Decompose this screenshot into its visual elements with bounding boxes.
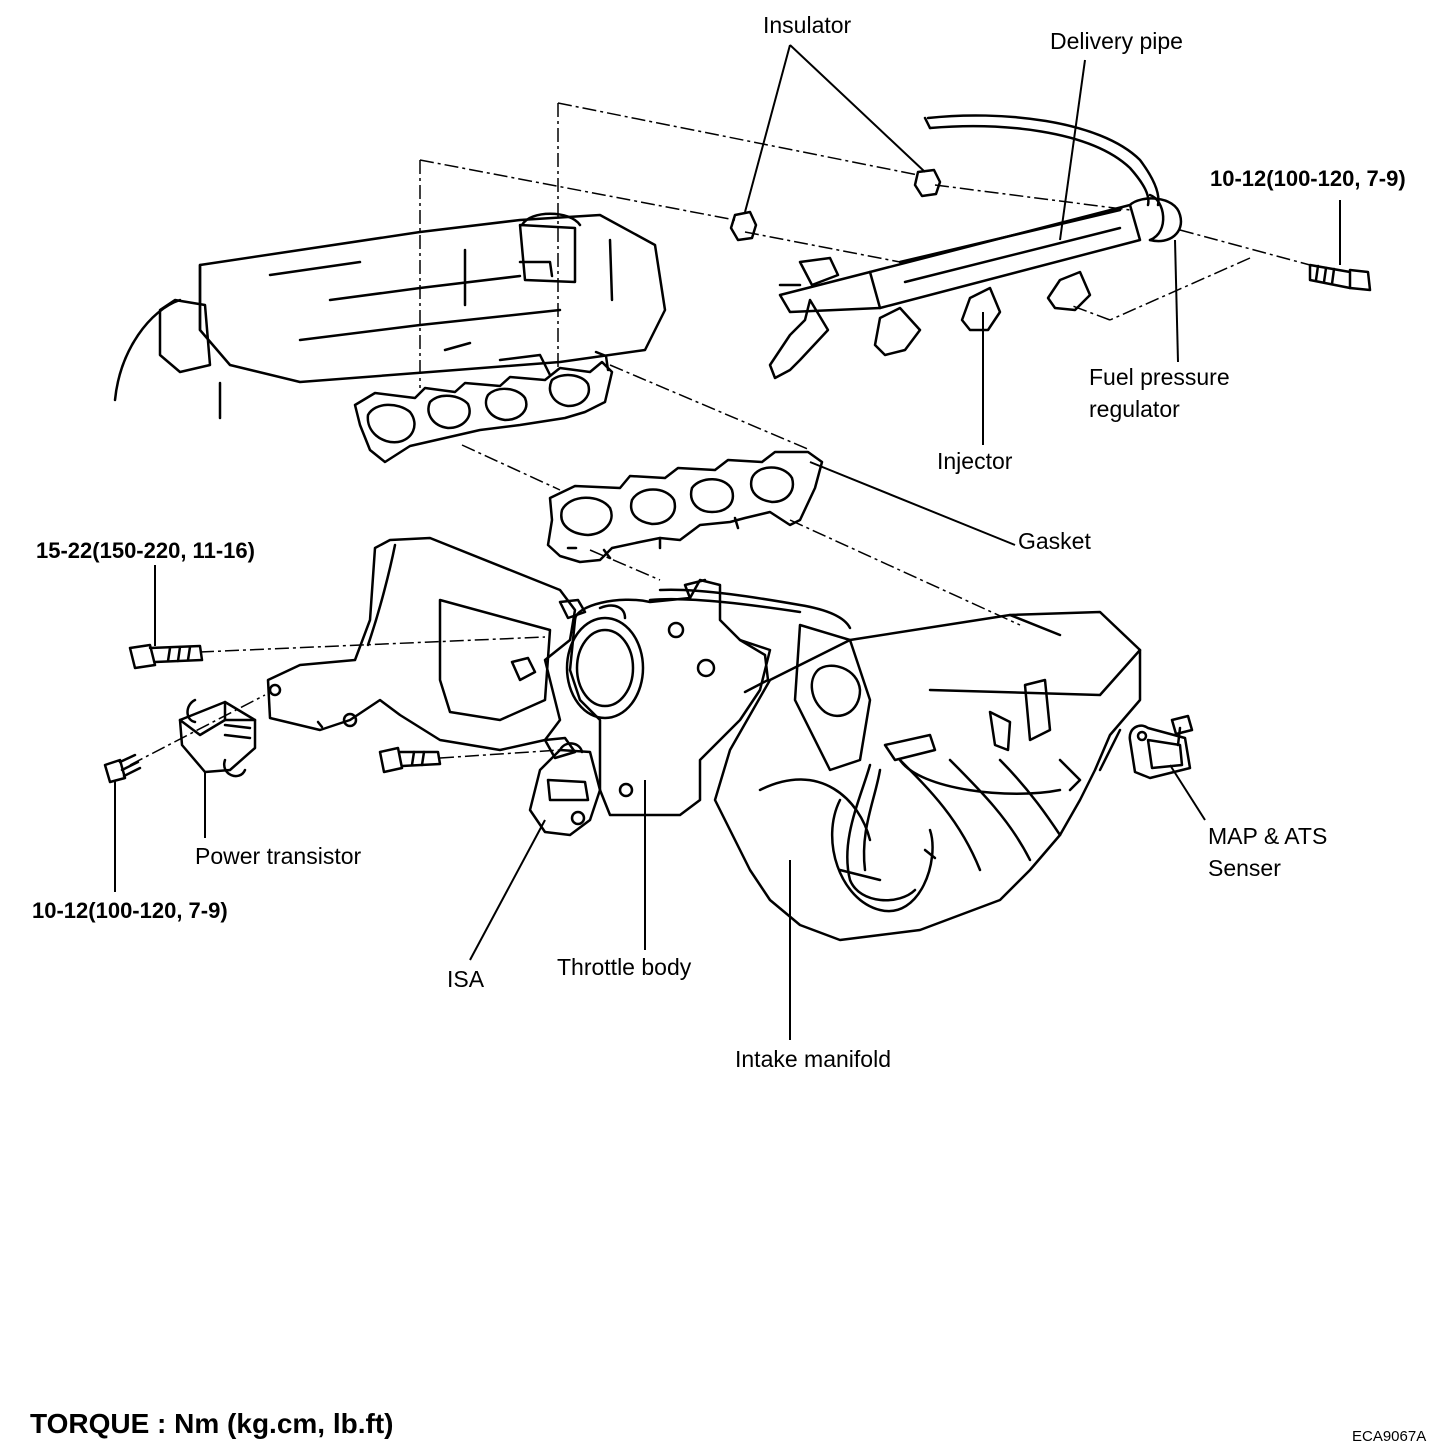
torque-units-legend: TORQUE : Nm (kg.cm, lb.ft): [30, 1408, 394, 1439]
intake-manifold-drawing: [713, 610, 1142, 942]
delivery-pipe-label: Delivery pipe: [1050, 28, 1183, 54]
power-transistor-drawing: [178, 698, 257, 778]
gasket-label: Gasket: [1018, 528, 1091, 554]
isa-label: ISA: [447, 966, 485, 992]
isa-bolt-drawing: [378, 746, 442, 774]
throttle-bracket-drawing: [266, 536, 577, 752]
head-gasket-drawing: [353, 350, 614, 464]
alignment-lines: [129, 102, 1311, 766]
delivery-pipe-drawing: [768, 114, 1183, 380]
fuel-pressure-regulator-label-line1: Fuel pressure: [1089, 364, 1230, 390]
throttle-body-drawing: [565, 578, 852, 817]
power-transistor-label: Power transistor: [195, 843, 362, 869]
throttle-body-bolt-drawing: [128, 643, 204, 670]
fuel-pressure-regulator-label-line2: regulator: [1089, 395, 1180, 422]
vacuum-hose-drawing: [846, 763, 937, 902]
insulator-label: Insulator: [763, 12, 852, 38]
throttle-body-torque-spec: 15-22(150-220, 11-16): [36, 538, 255, 563]
manifold-gasket-drawing: [546, 450, 824, 564]
power-transistor-torque-spec: 10-12(100-120, 7-9): [32, 898, 228, 923]
map-ats-sensor-label: MAP & ATS Senser: [1208, 823, 1327, 882]
figure-code: ECA9067A: [1352, 1428, 1427, 1445]
delivery-pipe-torque-spec: 10-12(100-120, 7-9): [1210, 166, 1406, 191]
delivery-pipe-bolt-drawing: [1308, 263, 1372, 292]
map-ats-sensor-label-line1: MAP & ATS: [1208, 823, 1328, 849]
isa-drawing: [528, 742, 602, 837]
intake-manifold-label: Intake manifold: [735, 1046, 891, 1072]
leader-lines: [114, 44, 1341, 1040]
insulator-drawing: [729, 168, 942, 242]
power-transistor-bolt-drawing: [103, 753, 142, 784]
injector-label: Injector: [937, 448, 1013, 474]
cylinder-head-drawing: [113, 212, 667, 420]
map-ats-sensor-drawing: [1128, 714, 1194, 780]
fuel-pressure-regulator-label: Fuel pressure regulator: [1089, 364, 1230, 423]
throttle-body-label: Throttle body: [557, 954, 692, 980]
map-ats-sensor-label-line2: Senser: [1208, 854, 1281, 881]
